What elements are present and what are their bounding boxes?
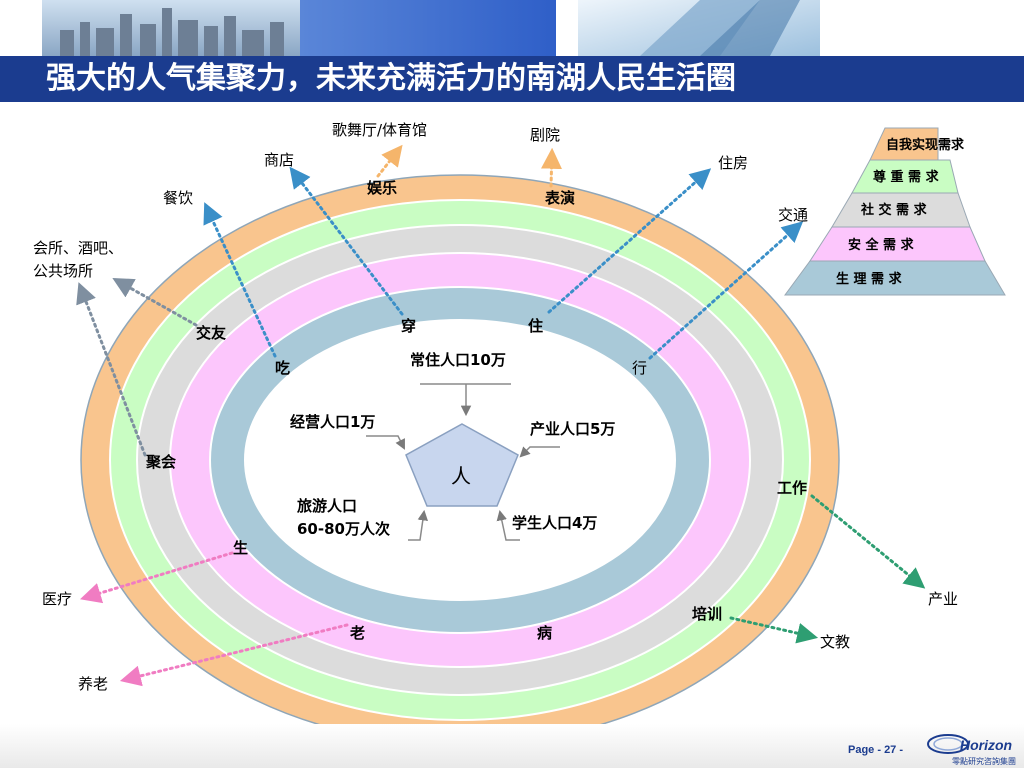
ring-label-sheng: 生 xyxy=(233,539,248,557)
logo-subtitle: 零點研究咨詢集團 xyxy=(952,757,1016,766)
header: 强大的人气集聚力，未来充满活力的南湖人民生活圈 xyxy=(0,0,1024,103)
logo-text: Horizon xyxy=(960,737,1013,753)
label-huisuo-line1: 会所、酒吧、 xyxy=(33,239,123,257)
title-bar xyxy=(0,56,1024,102)
pyramid-label-5: 生 理 需 求 xyxy=(836,271,903,287)
population-connectors xyxy=(366,383,560,541)
ring-label-chuan: 穿 xyxy=(401,317,416,335)
horizon-logo-icon xyxy=(927,734,969,754)
leader-lines xyxy=(76,144,926,687)
business-population: 经营人口1万 xyxy=(290,413,375,431)
ring-label-yule: 娱乐 xyxy=(367,179,397,197)
pyramid-level-5 xyxy=(784,260,1006,296)
city-skyline xyxy=(60,8,284,56)
page-title: 强大的人气集聚力，未来充满活力的南湖人民生活圈 xyxy=(46,61,736,96)
label-chanye: 产业 xyxy=(928,590,958,608)
student-population: 学生人口4万 xyxy=(512,514,597,532)
ring-label-chi: 吃 xyxy=(275,359,290,377)
header-banner xyxy=(0,0,1024,56)
label-shangdian: 商店 xyxy=(264,151,294,169)
pyramid-label-1: 自我实现需求 xyxy=(886,137,965,153)
tourist-population-line2: 60-80万人次 xyxy=(297,520,390,538)
ring-label-biaoyan: 表演 xyxy=(545,189,575,207)
label-huisuo-line2: 公共场所 xyxy=(33,262,93,280)
center-label: 人 xyxy=(451,464,471,488)
ring-label-gongzuo: 工作 xyxy=(777,479,807,497)
label-zhufang: 住房 xyxy=(718,154,748,172)
footer xyxy=(0,724,1024,768)
ring-label-juhui: 聚会 xyxy=(145,453,176,471)
pyramid-label-2: 尊 重 需 求 xyxy=(873,169,940,185)
ring-label-jiaoyou: 交友 xyxy=(196,324,226,342)
blue-block xyxy=(300,0,556,56)
industry-population: 产业人口5万 xyxy=(530,420,615,438)
label-jiaotong: 交通 xyxy=(778,206,808,224)
pyramid-label-4: 安 全 需 求 xyxy=(848,237,915,253)
label-yiliao: 医疗 xyxy=(42,590,72,608)
ring-label-lao: 老 xyxy=(349,624,365,642)
tourist-population-line1: 旅游人口 xyxy=(297,497,357,515)
center-pentagon xyxy=(405,423,519,507)
label-wenjiao: 文教 xyxy=(820,633,850,651)
label-gewuting: 歌舞厅/体育馆 xyxy=(332,121,427,139)
label-juyuan: 剧院 xyxy=(530,126,560,144)
ring-label-peixun: 培训 xyxy=(692,605,722,623)
resident-population: 常住人口10万 xyxy=(410,351,506,369)
needs-pyramid: 自我实现需求 尊 重 需 求 社 交 需 求 安 全 需 求 生 理 需 求 xyxy=(784,127,1006,296)
label-canyin: 餐饮 xyxy=(163,189,193,207)
page-number: Page - 27 - xyxy=(848,744,904,756)
ring-label-bing: 病 xyxy=(537,624,552,642)
ring-label-zhu: 住 xyxy=(528,317,543,335)
label-yanglao: 养老 xyxy=(78,675,108,693)
pyramid-label-3: 社 交 需 求 xyxy=(860,202,928,218)
ring-label-xing: 行 xyxy=(632,359,647,377)
